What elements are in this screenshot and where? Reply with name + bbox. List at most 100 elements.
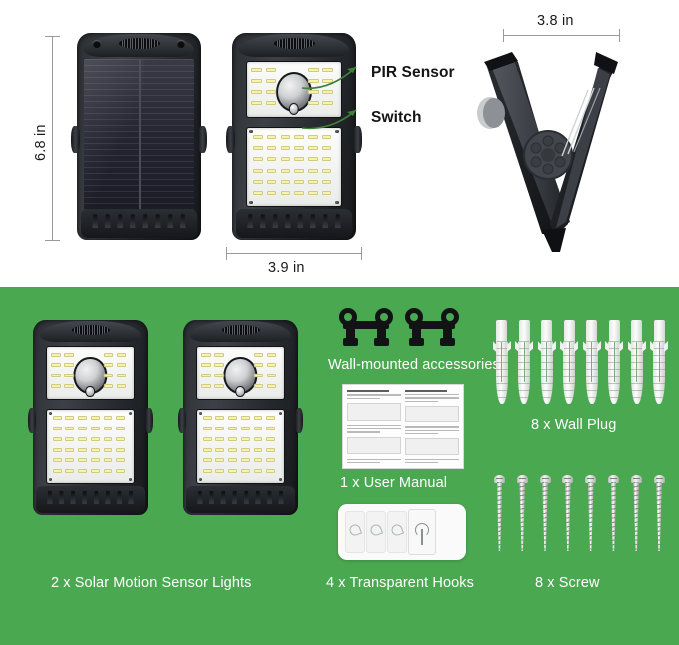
screw bbox=[653, 475, 665, 551]
panel-screw bbox=[249, 130, 253, 134]
led bbox=[266, 191, 277, 196]
led bbox=[103, 415, 113, 420]
led bbox=[280, 179, 291, 184]
led bbox=[308, 78, 319, 83]
led bbox=[116, 363, 127, 367]
led bbox=[294, 146, 304, 151]
led bbox=[294, 179, 304, 184]
led bbox=[116, 458, 126, 463]
heat-fins bbox=[80, 208, 198, 238]
panel-screw bbox=[128, 411, 132, 415]
led bbox=[65, 458, 75, 463]
led bbox=[65, 415, 75, 420]
led bbox=[266, 468, 276, 473]
led bbox=[228, 468, 237, 473]
hook-pad bbox=[345, 511, 365, 553]
led bbox=[103, 383, 114, 388]
led bbox=[308, 179, 318, 184]
led bbox=[215, 458, 225, 463]
led bbox=[266, 134, 277, 139]
led bbox=[251, 89, 262, 94]
transparent-hooks-label: 4 x Transparent Hooks bbox=[326, 575, 474, 591]
led bbox=[266, 168, 277, 173]
power-switch-button[interactable] bbox=[85, 385, 96, 398]
led bbox=[294, 168, 304, 173]
heat-fins bbox=[36, 485, 145, 514]
wall-plug bbox=[627, 320, 643, 404]
power-switch-button[interactable] bbox=[235, 385, 246, 398]
led bbox=[266, 352, 277, 357]
led bbox=[294, 134, 304, 139]
depth-dimension-label: 3.8 in bbox=[537, 13, 574, 29]
led bbox=[266, 146, 277, 151]
led bbox=[266, 458, 276, 463]
panel-screw bbox=[199, 478, 203, 481]
height-dimension-line bbox=[52, 36, 53, 240]
panel-screw bbox=[49, 411, 53, 415]
top-specification-section: 6.8 in bbox=[0, 0, 679, 287]
width-dimension-tick-right bbox=[361, 247, 362, 260]
led bbox=[116, 415, 126, 420]
led bbox=[253, 191, 263, 196]
led bbox=[116, 447, 126, 452]
led bbox=[280, 191, 291, 196]
screw bbox=[630, 475, 642, 551]
led bbox=[266, 157, 277, 162]
hinge-knob-right bbox=[295, 407, 304, 434]
led bbox=[321, 134, 332, 139]
width-dimension-line bbox=[226, 253, 362, 254]
wall-bracket-2 bbox=[403, 308, 461, 346]
screw-label: 8 x Screw bbox=[535, 575, 600, 591]
led bbox=[78, 447, 87, 452]
led bbox=[266, 179, 277, 184]
led bbox=[321, 191, 332, 196]
led bbox=[116, 468, 126, 473]
mount-hole-right bbox=[176, 39, 185, 48]
led bbox=[280, 134, 291, 139]
led bbox=[265, 78, 276, 83]
led bbox=[214, 383, 224, 388]
led bbox=[253, 415, 263, 420]
package-light-2 bbox=[177, 320, 304, 515]
led bbox=[201, 373, 211, 378]
led bbox=[52, 468, 62, 473]
product-front-view bbox=[226, 33, 362, 240]
led bbox=[251, 78, 262, 83]
led bbox=[116, 373, 127, 378]
hinge-knob-left bbox=[71, 126, 81, 154]
power-switch-button[interactable] bbox=[288, 102, 300, 116]
led bbox=[103, 373, 114, 378]
led bbox=[215, 437, 225, 441]
led bbox=[202, 437, 212, 441]
hinge-knob-left bbox=[177, 407, 186, 434]
led bbox=[52, 437, 62, 441]
led bbox=[201, 352, 211, 357]
led bbox=[103, 458, 113, 463]
led bbox=[78, 468, 87, 473]
led bbox=[321, 168, 332, 173]
switch-callout-arrow bbox=[301, 109, 357, 130]
manual-column-left bbox=[347, 390, 401, 463]
led bbox=[90, 458, 100, 463]
pir-sensor-label: PIR Sensor bbox=[371, 64, 455, 81]
led bbox=[266, 383, 277, 388]
main-led-panel bbox=[245, 127, 343, 207]
hinge-knob-left bbox=[27, 407, 36, 434]
led bbox=[103, 426, 113, 431]
wall-plug bbox=[560, 320, 576, 404]
led bbox=[214, 373, 224, 378]
led bbox=[265, 67, 276, 72]
led bbox=[253, 157, 263, 162]
wall-plug bbox=[605, 320, 621, 404]
led bbox=[308, 67, 319, 72]
wall-plug-group bbox=[492, 320, 666, 410]
led bbox=[202, 447, 212, 452]
led bbox=[78, 458, 87, 463]
led bbox=[266, 415, 276, 420]
panel-screw bbox=[335, 200, 339, 204]
led bbox=[321, 179, 332, 184]
wall-plug bbox=[650, 320, 666, 404]
led bbox=[266, 373, 277, 378]
hook-pad bbox=[387, 511, 407, 553]
solar-cell-divider bbox=[138, 58, 141, 210]
